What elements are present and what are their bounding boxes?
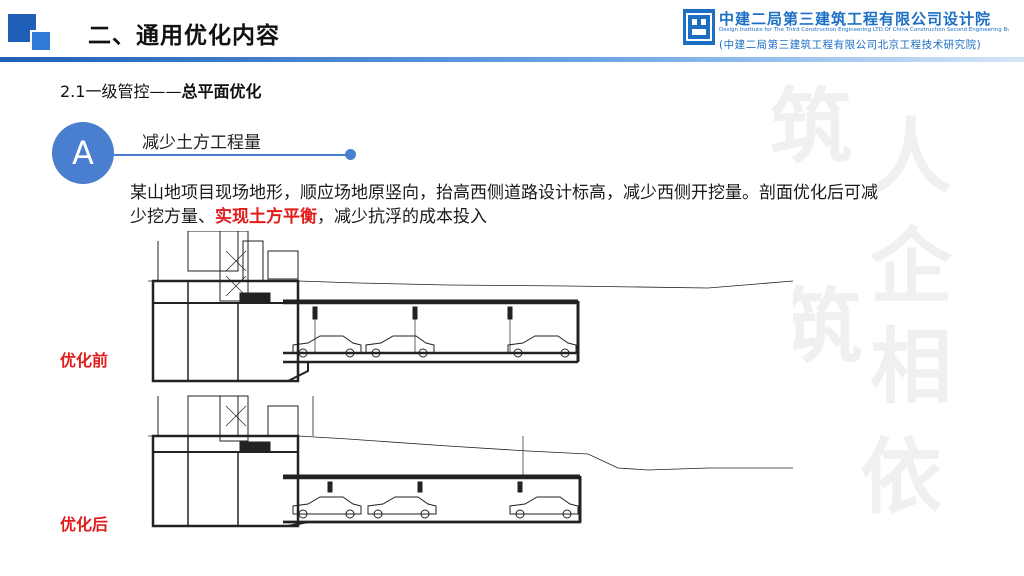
section-number: 2.1一级管控—— [60, 82, 182, 101]
section-drawing-image: 200厚C40 [148, 230, 794, 568]
label-before-optimization: 优化前 [60, 351, 109, 370]
description-highlight: 实现土方平衡 [215, 207, 317, 227]
watermark-char: 相 [870, 319, 953, 415]
company-english-name: Design Institute for The Third Construct… [719, 27, 1009, 33]
company-subtitle: (中建二局第三建筑工程有限公司北京工程技术研究院) [719, 39, 982, 51]
description-text: 某山地项目现场地形，顺应场地原竖向，抬高西侧道路设计标高，减少西侧开挖量。剖面优… [130, 183, 878, 227]
section-before-drawing: 200厚C40 [148, 230, 794, 383]
topic-underline [110, 154, 350, 156]
company-logo-icon [683, 9, 715, 45]
watermark-char: 人 [870, 109, 953, 205]
section-after-drawing: 200厚C40 [148, 395, 793, 528]
topic-underline-dot [345, 149, 356, 160]
section-heading-bold: 总平面优化 [181, 82, 262, 101]
label-after-optimization: 优化后 [60, 515, 109, 534]
description-paragraph: 某山地项目现场地形，顺应场地原竖向，抬高西侧道路设计标高，减少西侧开挖量。剖面优… [130, 181, 890, 229]
watermark-char: 筑 [770, 79, 853, 175]
elevation-label: 200厚C40 [240, 295, 264, 301]
description-text-end: ，减少抗浮的成本投入 [317, 207, 487, 227]
header-logo-square-small [30, 30, 52, 52]
watermark-char: 筑 [780, 279, 863, 375]
section-heading: 2.1一级管控——总平面优化 [60, 78, 261, 102]
watermark-char: 依 [860, 429, 943, 525]
topic-badge: A [52, 122, 114, 184]
company-name: 中建二局第三建筑工程有限公司设计院 [719, 10, 992, 28]
watermark-char: 企 [870, 219, 953, 315]
topic-title: 减少土方工程量 [142, 133, 261, 153]
elevation-label: 200厚C40 [240, 444, 264, 450]
page-title: 二、通用优化内容 [88, 23, 280, 49]
header-divider [0, 57, 1024, 62]
